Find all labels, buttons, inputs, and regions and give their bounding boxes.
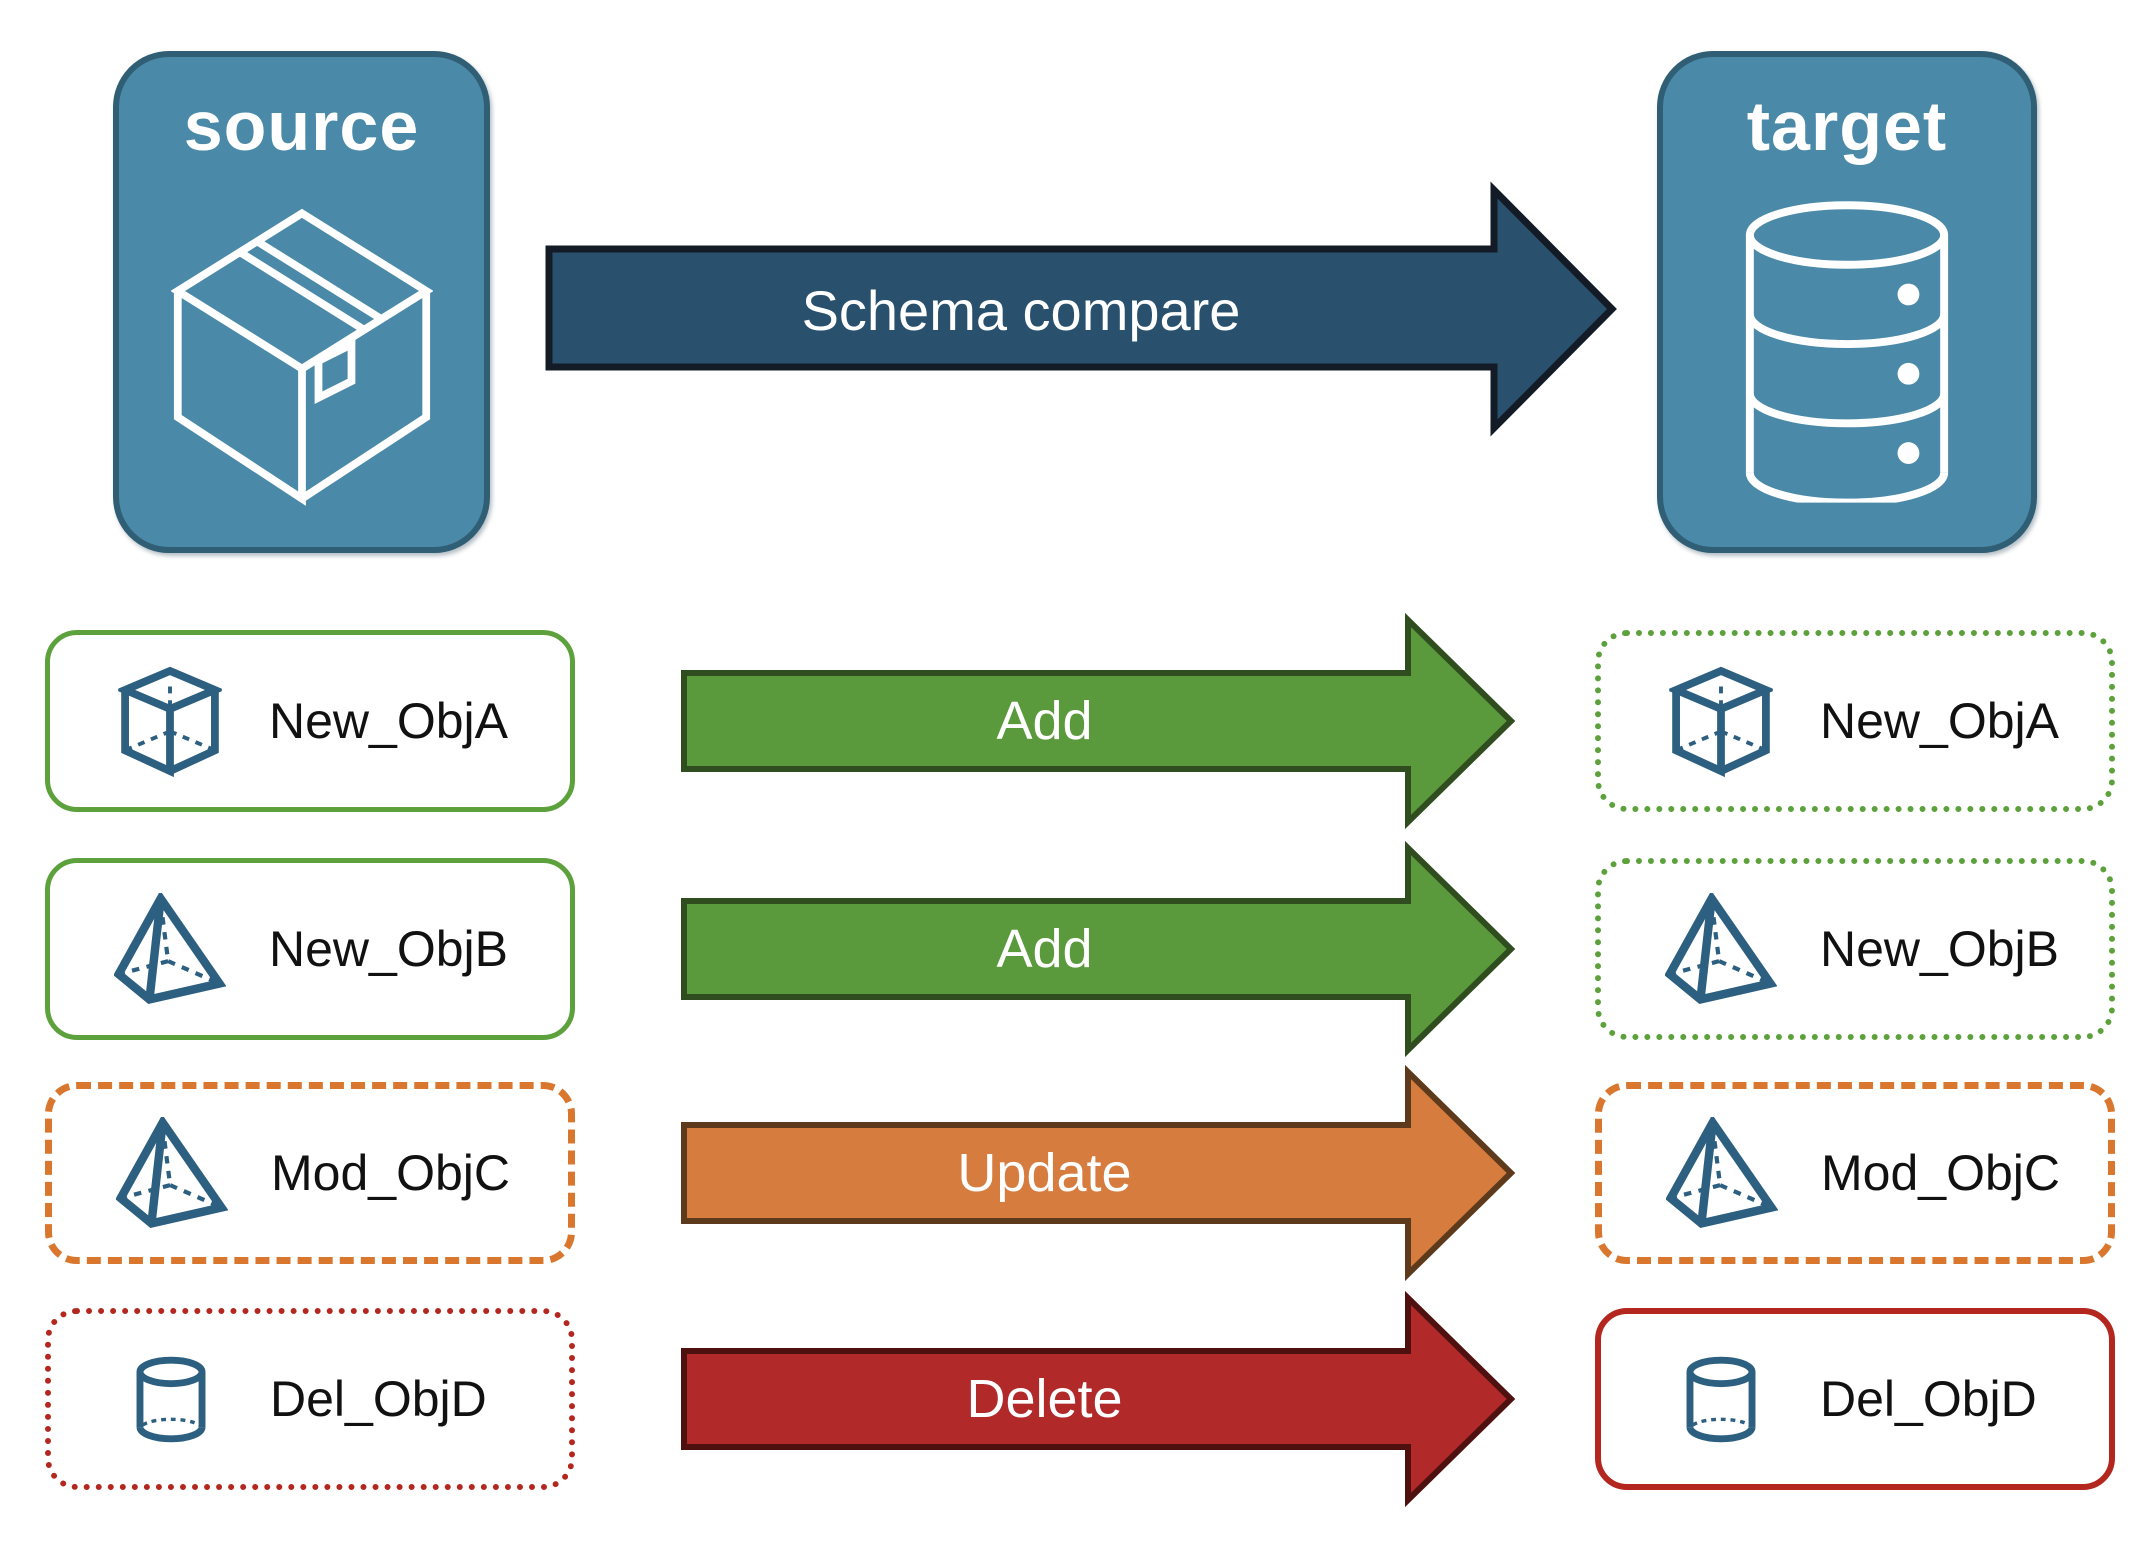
target-item-new-objb: New_ObjB — [1595, 858, 2115, 1040]
source-item-del-objd: Del_ObjD — [45, 1308, 575, 1490]
target-item-label: New_ObjA — [1820, 693, 2059, 749]
source-node: source — [113, 51, 490, 553]
source-item-label: New_ObjB — [269, 921, 508, 977]
add-arrow-1 — [681, 612, 1516, 830]
target-item-del-objd: Del_ObjD — [1595, 1308, 2115, 1490]
target-item-label: Del_ObjD — [1820, 1371, 2037, 1427]
cube-icon — [1663, 664, 1778, 778]
target-item-label: New_ObjB — [1820, 921, 2059, 977]
cylinder-icon — [113, 1354, 228, 1445]
target-node-label: target — [1746, 87, 1948, 165]
target-item-mod-objc: Mod_ObjC — [1595, 1082, 2115, 1264]
target-item-label: Mod_ObjC — [1821, 1145, 2060, 1201]
source-item-label: New_ObjA — [269, 693, 508, 749]
source-item-new-obja: New_ObjA — [45, 630, 575, 812]
pyramid-icon — [114, 1117, 229, 1229]
source-item-label: Del_ObjD — [270, 1371, 487, 1427]
cylinder-icon — [1663, 1354, 1778, 1445]
source-item-label: Mod_ObjC — [271, 1145, 510, 1201]
pyramid-icon — [112, 893, 227, 1005]
add-arrow-2 — [681, 840, 1516, 1058]
target-item-new-obja: New_ObjA — [1595, 630, 2115, 812]
delete-arrow — [681, 1290, 1516, 1508]
source-node-label: source — [183, 87, 420, 165]
cube-icon — [112, 664, 227, 778]
source-item-mod-objc: Mod_ObjC — [45, 1082, 575, 1264]
pyramid-icon — [1663, 893, 1778, 1005]
source-item-new-objb: New_ObjB — [45, 858, 575, 1040]
pyramid-icon — [1664, 1117, 1779, 1229]
package-icon — [171, 205, 433, 507]
update-arrow — [681, 1064, 1516, 1282]
target-node: target — [1657, 51, 2037, 553]
schema-compare-arrow — [545, 181, 1617, 437]
database-icon — [1733, 195, 1961, 503]
